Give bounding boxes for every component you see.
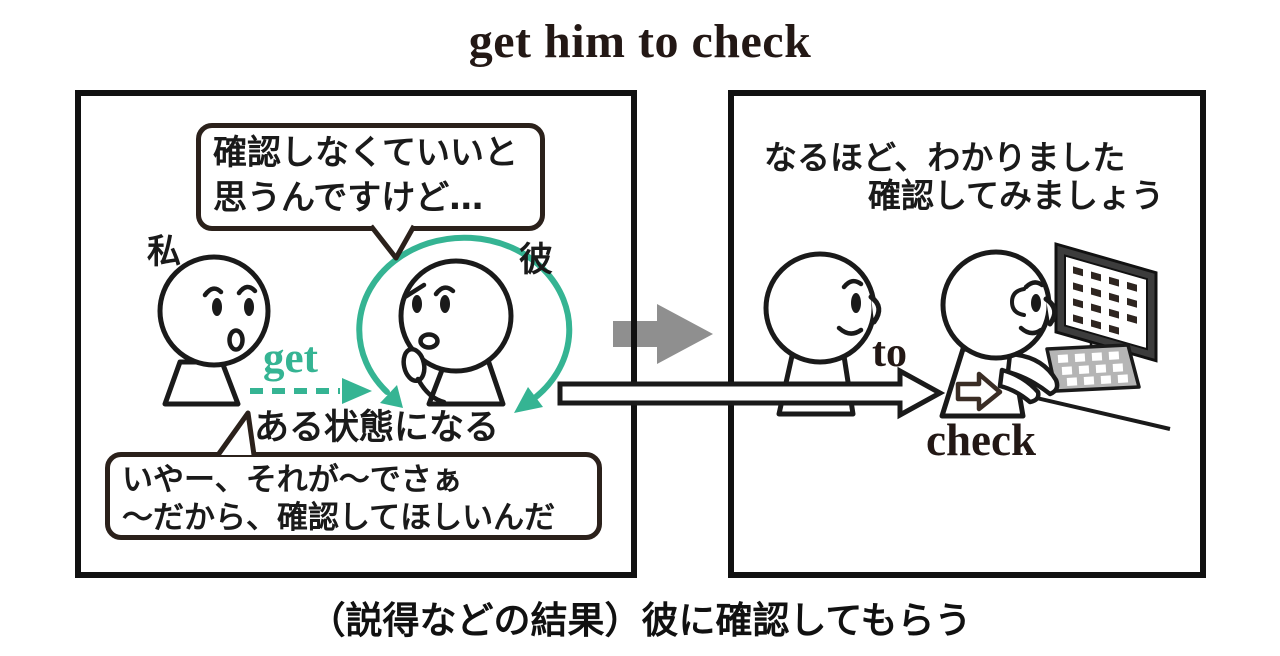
him-bubble-line2: 思うんですけど… — [213, 178, 484, 218]
him-speech-bubble — [196, 123, 545, 231]
me-bubble-line1: いやー、それが〜でさぁ — [122, 462, 463, 498]
reply-line1: なるほど、わかりました — [764, 138, 1126, 177]
state-label: ある状態になる — [254, 408, 500, 448]
him-bubble-text: 確認しなくていいと 思うんですけど… — [213, 131, 518, 221]
reply-line2: 確認してみましょう — [868, 176, 1165, 215]
me-bubble-text: いやー、それが〜でさぁ 〜だから、確認してほしいんだ — [122, 461, 555, 537]
me-bubble-line2: 〜だから、確認してほしいんだ — [122, 500, 556, 536]
him-label: 彼 — [519, 240, 553, 280]
page-title: get him to check — [468, 15, 812, 68]
get-label: get — [263, 335, 318, 382]
check-label: check — [926, 415, 1036, 465]
me-label: 私 — [147, 232, 181, 272]
to-label: to — [872, 330, 907, 376]
right-scene-panel — [728, 90, 1206, 578]
me-speech-bubble — [105, 452, 602, 540]
him-bubble-line1: 確認しなくていいと — [213, 133, 518, 173]
bottom-caption: （説得などの結果）彼に確認してもらう — [308, 599, 972, 642]
